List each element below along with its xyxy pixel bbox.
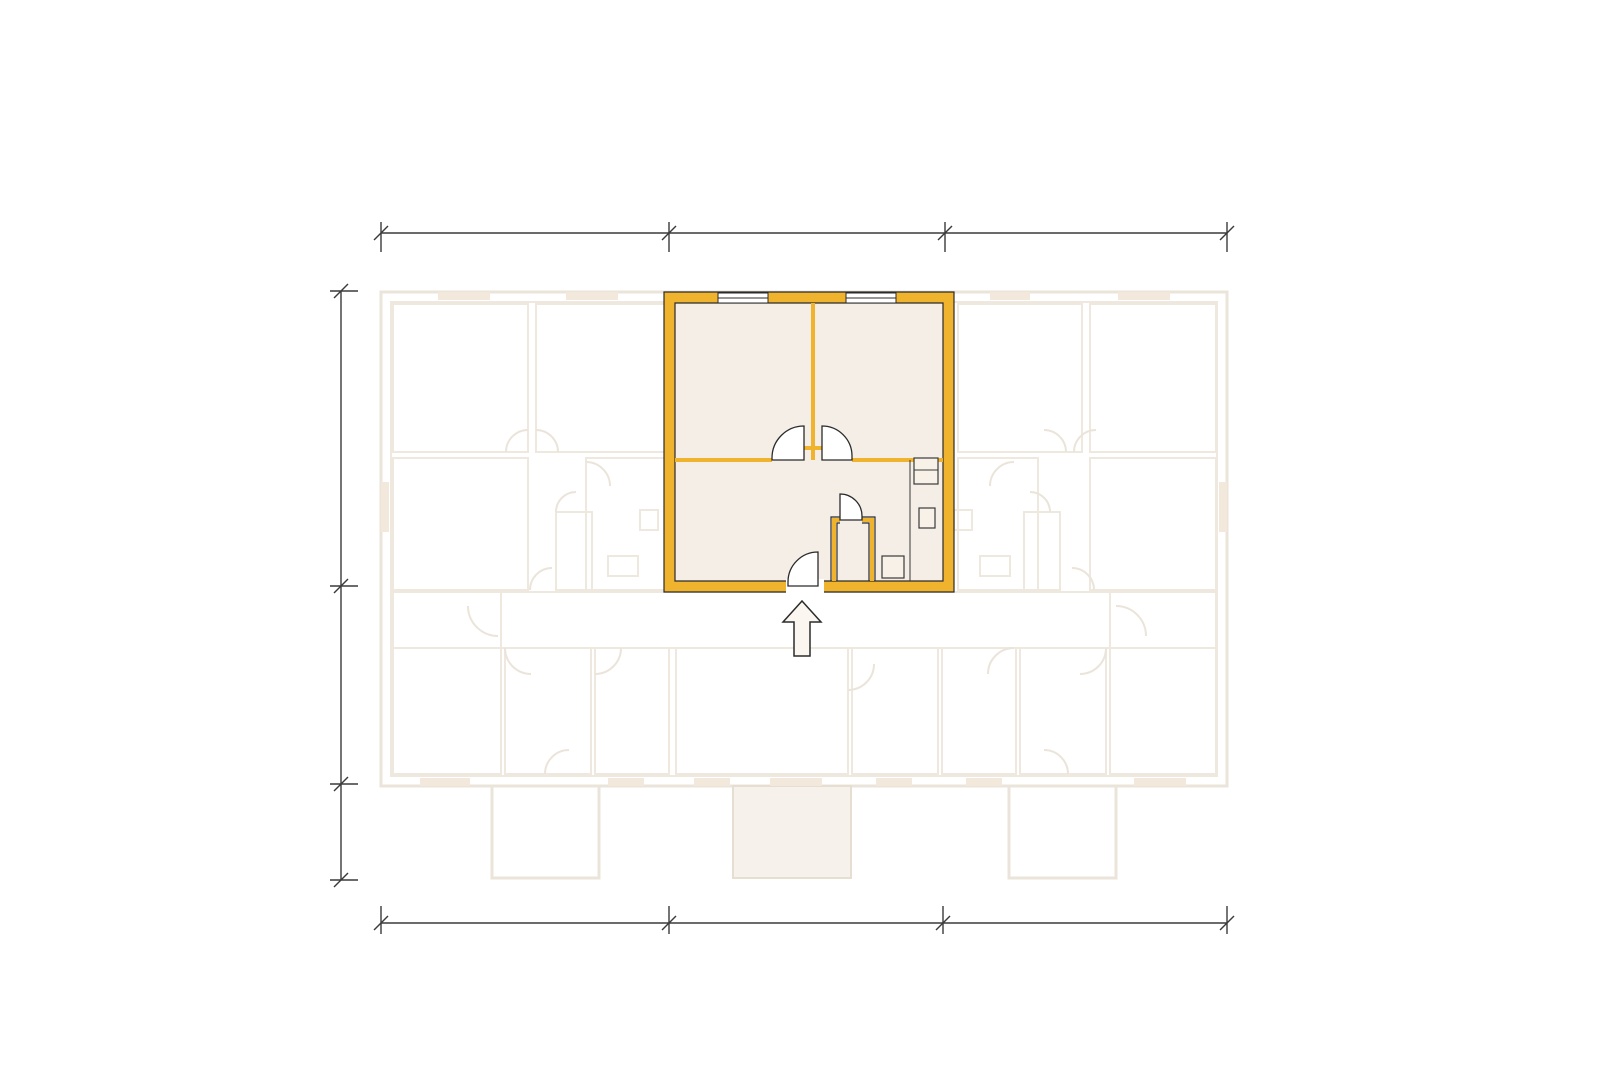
fixture-right (979, 555, 1011, 577)
unit-door-entrance (787, 551, 819, 587)
door-faint-13 (1073, 429, 1097, 453)
closet-right (1023, 511, 1061, 591)
window-faint-8 (608, 778, 644, 786)
window-faint-13 (1134, 778, 1186, 786)
window-faint-7 (420, 778, 470, 786)
window-faint-9 (694, 778, 730, 786)
dimension-bottom (373, 906, 1235, 934)
door-faint-1 (505, 429, 529, 453)
dimension-left-slash-3 (333, 776, 349, 792)
balcony-center (732, 785, 852, 879)
door-faint-7 (504, 647, 532, 675)
fixture-left-2 (639, 509, 659, 531)
room-left-mid-1 (392, 457, 529, 591)
dimension-left-slash-1 (333, 283, 349, 299)
unit-bathroom-outline (830, 516, 876, 581)
unit-bathroom-outline-inner (836, 522, 870, 581)
door-faint-3 (585, 461, 611, 487)
kitchen-fridge (913, 457, 939, 485)
balcony-left (490, 784, 601, 880)
dimension-left (330, 283, 358, 888)
unit-door-bedroom-left (771, 425, 805, 461)
window-faint-4 (1118, 292, 1170, 300)
fixture-right-2 (953, 509, 973, 531)
dimension-top-slash-4 (1219, 225, 1235, 241)
room-bottom-6 (941, 647, 1017, 775)
dimension-top-ticks (373, 222, 1235, 252)
window-faint-1 (438, 292, 490, 300)
window-faint-12 (966, 778, 1002, 786)
door-faint-4 (555, 491, 577, 513)
door-faint-11 (1079, 647, 1107, 675)
door-faint-5 (529, 567, 553, 591)
window-faint-10 (770, 778, 822, 786)
door-faint-2 (535, 429, 559, 453)
dimension-bottom-slash-3 (935, 915, 951, 931)
kitchen-stove (918, 507, 936, 529)
room-bottom-5 (851, 647, 939, 775)
room-bottom-4 (675, 647, 849, 775)
dimension-bottom-slash-4 (1219, 915, 1235, 931)
dimension-left-slash-2 (333, 578, 349, 594)
door-faint-10 (987, 647, 1015, 675)
closet-left (555, 511, 593, 591)
unit-inner-outline (674, 302, 944, 582)
room-left-mid-2 (585, 457, 667, 591)
door-faint-8 (594, 647, 622, 675)
fixture-left (607, 555, 639, 577)
room-right-top-1 (957, 303, 1083, 453)
dimension-top-slash-3 (937, 225, 953, 241)
door-faint-9 (847, 663, 875, 691)
dimension-bottom-slash-2 (661, 915, 677, 931)
door-faint-18 (544, 749, 570, 775)
dimension-left-ticks (330, 283, 358, 888)
window-faint-5 (381, 482, 389, 532)
dimension-top-slash-1 (373, 225, 389, 241)
room-bottom-2 (504, 647, 592, 775)
window-faint-3 (990, 292, 1030, 300)
up-arrow-icon (781, 599, 823, 657)
unit-outer-wall (664, 292, 954, 592)
unit-bathroom-wall (832, 518, 874, 581)
window-faint-2 (566, 292, 618, 300)
room-right-mid-1 (1089, 457, 1217, 591)
dimension-left-slash-4 (333, 872, 349, 888)
dimension-top (373, 222, 1235, 252)
door-faint-16 (1029, 491, 1051, 513)
room-bottom-8 (1109, 591, 1217, 775)
unit-outer-outline (663, 291, 955, 593)
door-faint-19 (1043, 749, 1069, 775)
window-faint-6 (1219, 482, 1227, 532)
unit-door-bathroom (839, 493, 863, 521)
door-faint-6 (467, 605, 499, 637)
room-left-top-1 (392, 303, 529, 453)
door-faint-15 (989, 461, 1015, 487)
door-faint-12 (1115, 605, 1147, 637)
window-faint-11 (876, 778, 912, 786)
room-bottom-7 (1019, 647, 1107, 775)
room-bottom-1 (392, 591, 502, 775)
dimension-bottom-ticks (373, 906, 1235, 934)
door-faint-17 (1071, 567, 1095, 591)
room-bottom-3 (594, 647, 670, 775)
highlighted-unit (663, 291, 955, 593)
room-left-top-2 (535, 303, 667, 453)
room-right-top-2 (1089, 303, 1217, 453)
dimension-bottom-slash-1 (373, 915, 389, 931)
balcony-right (1007, 784, 1118, 880)
room-right-mid-2 (957, 457, 1039, 591)
door-faint-14 (1043, 429, 1067, 453)
bathroom-fixture (881, 555, 905, 579)
unit-door-bedroom-right (821, 425, 853, 461)
dimension-top-slash-2 (661, 225, 677, 241)
